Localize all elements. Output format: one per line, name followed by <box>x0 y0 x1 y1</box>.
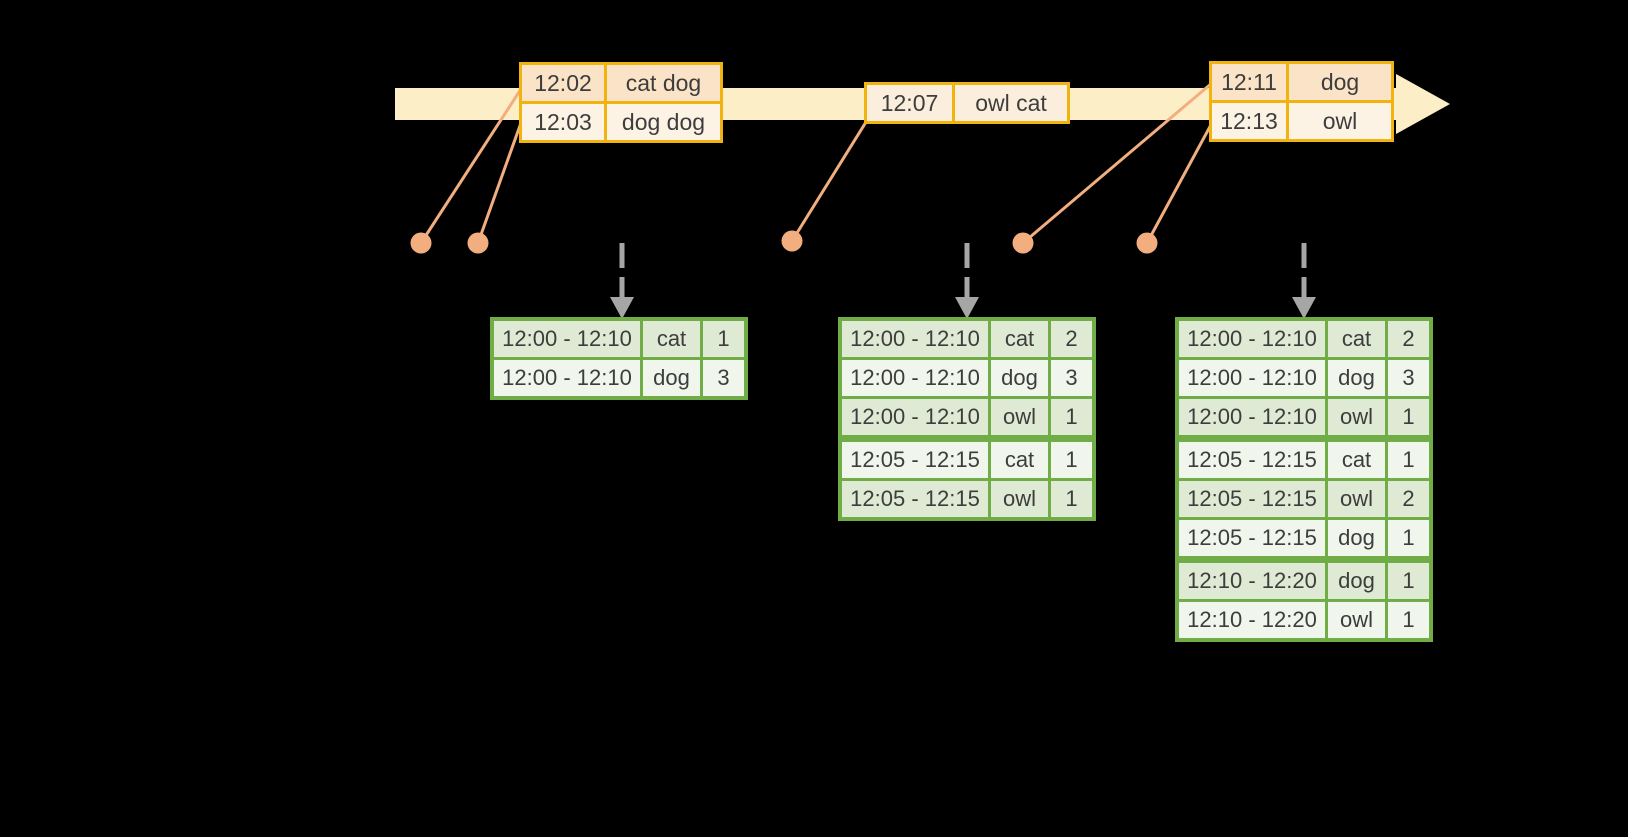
word: cat <box>1328 321 1385 357</box>
window-range: 12:05 - 12:15 <box>1179 520 1325 556</box>
count: 1 <box>1388 399 1429 435</box>
window-range: 12:00 - 12:10 <box>1179 360 1325 396</box>
trigger-arrow-icon <box>955 243 979 319</box>
word: dog <box>991 360 1048 396</box>
result-row: 12:00 - 12:10 owl 1 <box>842 399 1092 435</box>
word: cat <box>991 442 1048 478</box>
result-row: 12:10 - 12:20 dog 1 <box>1179 559 1429 599</box>
result-row: 12:00 - 12:10 cat 2 <box>842 321 1092 357</box>
count: 3 <box>703 360 744 396</box>
event-connector-line <box>476 119 524 244</box>
event-time: 12:07 <box>867 85 952 121</box>
result-row: 12:00 - 12:10 dog 3 <box>1179 360 1429 396</box>
count: 3 <box>1051 360 1092 396</box>
result-row: 12:05 - 12:15 owl 1 <box>842 481 1092 517</box>
window-range: 12:00 - 12:10 <box>1179 399 1325 435</box>
word: owl <box>1328 399 1385 435</box>
event-words: dog dog <box>607 104 720 140</box>
event-dot <box>1012 232 1034 254</box>
word: owl <box>1328 602 1385 638</box>
event-dot <box>1136 232 1158 254</box>
event-words: dog <box>1289 64 1391 100</box>
window-range: 12:00 - 12:10 <box>494 360 640 396</box>
event-dot <box>410 232 432 254</box>
result-table-2: 12:00 - 12:10 cat 2 12:00 - 12:10 dog 3 … <box>838 317 1096 521</box>
result-row: 12:05 - 12:15 cat 1 <box>842 438 1092 478</box>
event-dot <box>781 230 803 252</box>
event-dot <box>467 232 489 254</box>
count: 1 <box>1388 602 1429 638</box>
event-time: 12:13 <box>1212 103 1286 139</box>
result-row: 12:00 - 12:10 cat 2 <box>1179 321 1429 357</box>
event-row: 12:11 dog <box>1212 64 1391 100</box>
event-table-3: 12:11 dog 12:13 owl <box>1209 61 1394 142</box>
count: 1 <box>1051 399 1092 435</box>
event-table-2: 12:07 owl cat <box>864 82 1070 124</box>
timeline-arrowhead-icon <box>1396 74 1450 134</box>
result-row: 12:05 - 12:15 cat 1 <box>1179 438 1429 478</box>
word: dog <box>1328 360 1385 396</box>
window-range: 12:05 - 12:15 <box>1179 481 1325 517</box>
window-range: 12:05 - 12:15 <box>842 481 988 517</box>
window-range: 12:00 - 12:10 <box>1179 321 1325 357</box>
count: 1 <box>1388 520 1429 556</box>
event-connector-line <box>419 88 523 244</box>
word: cat <box>991 321 1048 357</box>
result-row: 12:00 - 12:10 cat 1 <box>494 321 744 357</box>
word: cat <box>643 321 700 357</box>
result-row: 12:00 - 12:10 dog 3 <box>842 360 1092 396</box>
event-row: 12:02 cat dog <box>522 65 720 101</box>
count: 1 <box>703 321 744 357</box>
word: owl <box>991 399 1048 435</box>
trigger-arrow-icon <box>1292 243 1316 319</box>
result-table-3: 12:00 - 12:10 cat 2 12:00 - 12:10 dog 3 … <box>1175 317 1433 642</box>
result-row: 12:05 - 12:15 dog 1 <box>1179 520 1429 556</box>
word: dog <box>1328 563 1385 599</box>
event-connector-line <box>790 121 868 242</box>
window-range: 12:00 - 12:10 <box>842 399 988 435</box>
event-row: 12:03 dog dog <box>522 104 720 140</box>
window-range: 12:00 - 12:10 <box>494 321 640 357</box>
window-range: 12:10 - 12:20 <box>1179 602 1325 638</box>
word: cat <box>1328 442 1385 478</box>
count: 3 <box>1388 360 1429 396</box>
event-connector-line <box>1145 120 1215 244</box>
event-table-1: 12:02 cat dog 12:03 dog dog <box>519 62 723 143</box>
result-row: 12:10 - 12:20 owl 1 <box>1179 602 1429 638</box>
word: owl <box>991 481 1048 517</box>
event-row: 12:07 owl cat <box>867 85 1067 121</box>
count: 1 <box>1051 481 1092 517</box>
result-row: 12:05 - 12:15 owl 2 <box>1179 481 1429 517</box>
event-time: 12:03 <box>522 104 604 140</box>
word: dog <box>643 360 700 396</box>
count: 1 <box>1388 563 1429 599</box>
event-words: owl <box>1289 103 1391 139</box>
event-time: 12:11 <box>1212 64 1286 100</box>
window-range: 12:05 - 12:15 <box>1179 442 1325 478</box>
count: 1 <box>1051 442 1092 478</box>
word: owl <box>1328 481 1385 517</box>
trigger-arrow-icon <box>610 243 634 319</box>
count: 1 <box>1388 442 1429 478</box>
count: 2 <box>1388 481 1429 517</box>
result-row: 12:00 - 12:10 dog 3 <box>494 360 744 396</box>
result-row: 12:00 - 12:10 owl 1 <box>1179 399 1429 435</box>
window-range: 12:00 - 12:10 <box>842 360 988 396</box>
event-connector-line <box>1022 81 1213 245</box>
window-range: 12:05 - 12:15 <box>842 442 988 478</box>
event-words: cat dog <box>607 65 720 101</box>
count: 2 <box>1051 321 1092 357</box>
window-range: 12:10 - 12:20 <box>1179 563 1325 599</box>
event-time: 12:02 <box>522 65 604 101</box>
count: 2 <box>1388 321 1429 357</box>
window-range: 12:00 - 12:10 <box>842 321 988 357</box>
event-words: owl cat <box>955 85 1067 121</box>
event-row: 12:13 owl <box>1212 103 1391 139</box>
word: dog <box>1328 520 1385 556</box>
result-table-1: 12:00 - 12:10 cat 1 12:00 - 12:10 dog 3 <box>490 317 748 400</box>
